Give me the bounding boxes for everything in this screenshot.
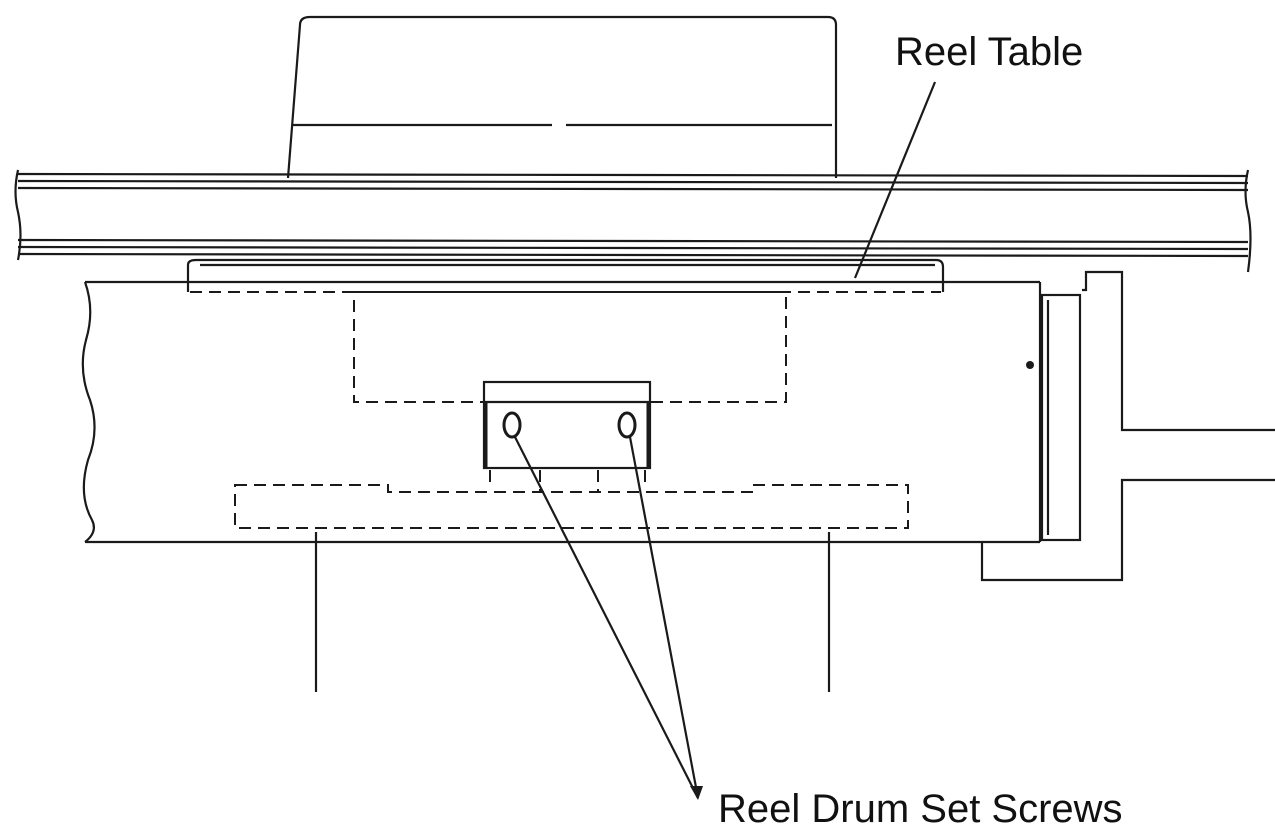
reel-table-leader [853,81,937,279]
rail-bar [14,169,1252,273]
set-screw-right [617,411,637,439]
upper-recess-hidden [353,291,787,403]
set-screw-leader-left [514,436,699,799]
reel-housing [286,15,838,179]
reel-table-label: Reel Table [895,30,1083,74]
side-bracket [980,270,1275,582]
reel-drum-body [81,280,1042,544]
clamp-block [482,380,652,470]
set-screw-left [502,411,522,439]
reel-table-plate [186,258,945,293]
set-screw-leader-right [628,436,700,799]
leader-arrowhead [690,786,703,800]
lower-recess-hidden [234,484,909,529]
reel-drum-set-screws-label: Reel Drum Set Screws [718,787,1123,830]
